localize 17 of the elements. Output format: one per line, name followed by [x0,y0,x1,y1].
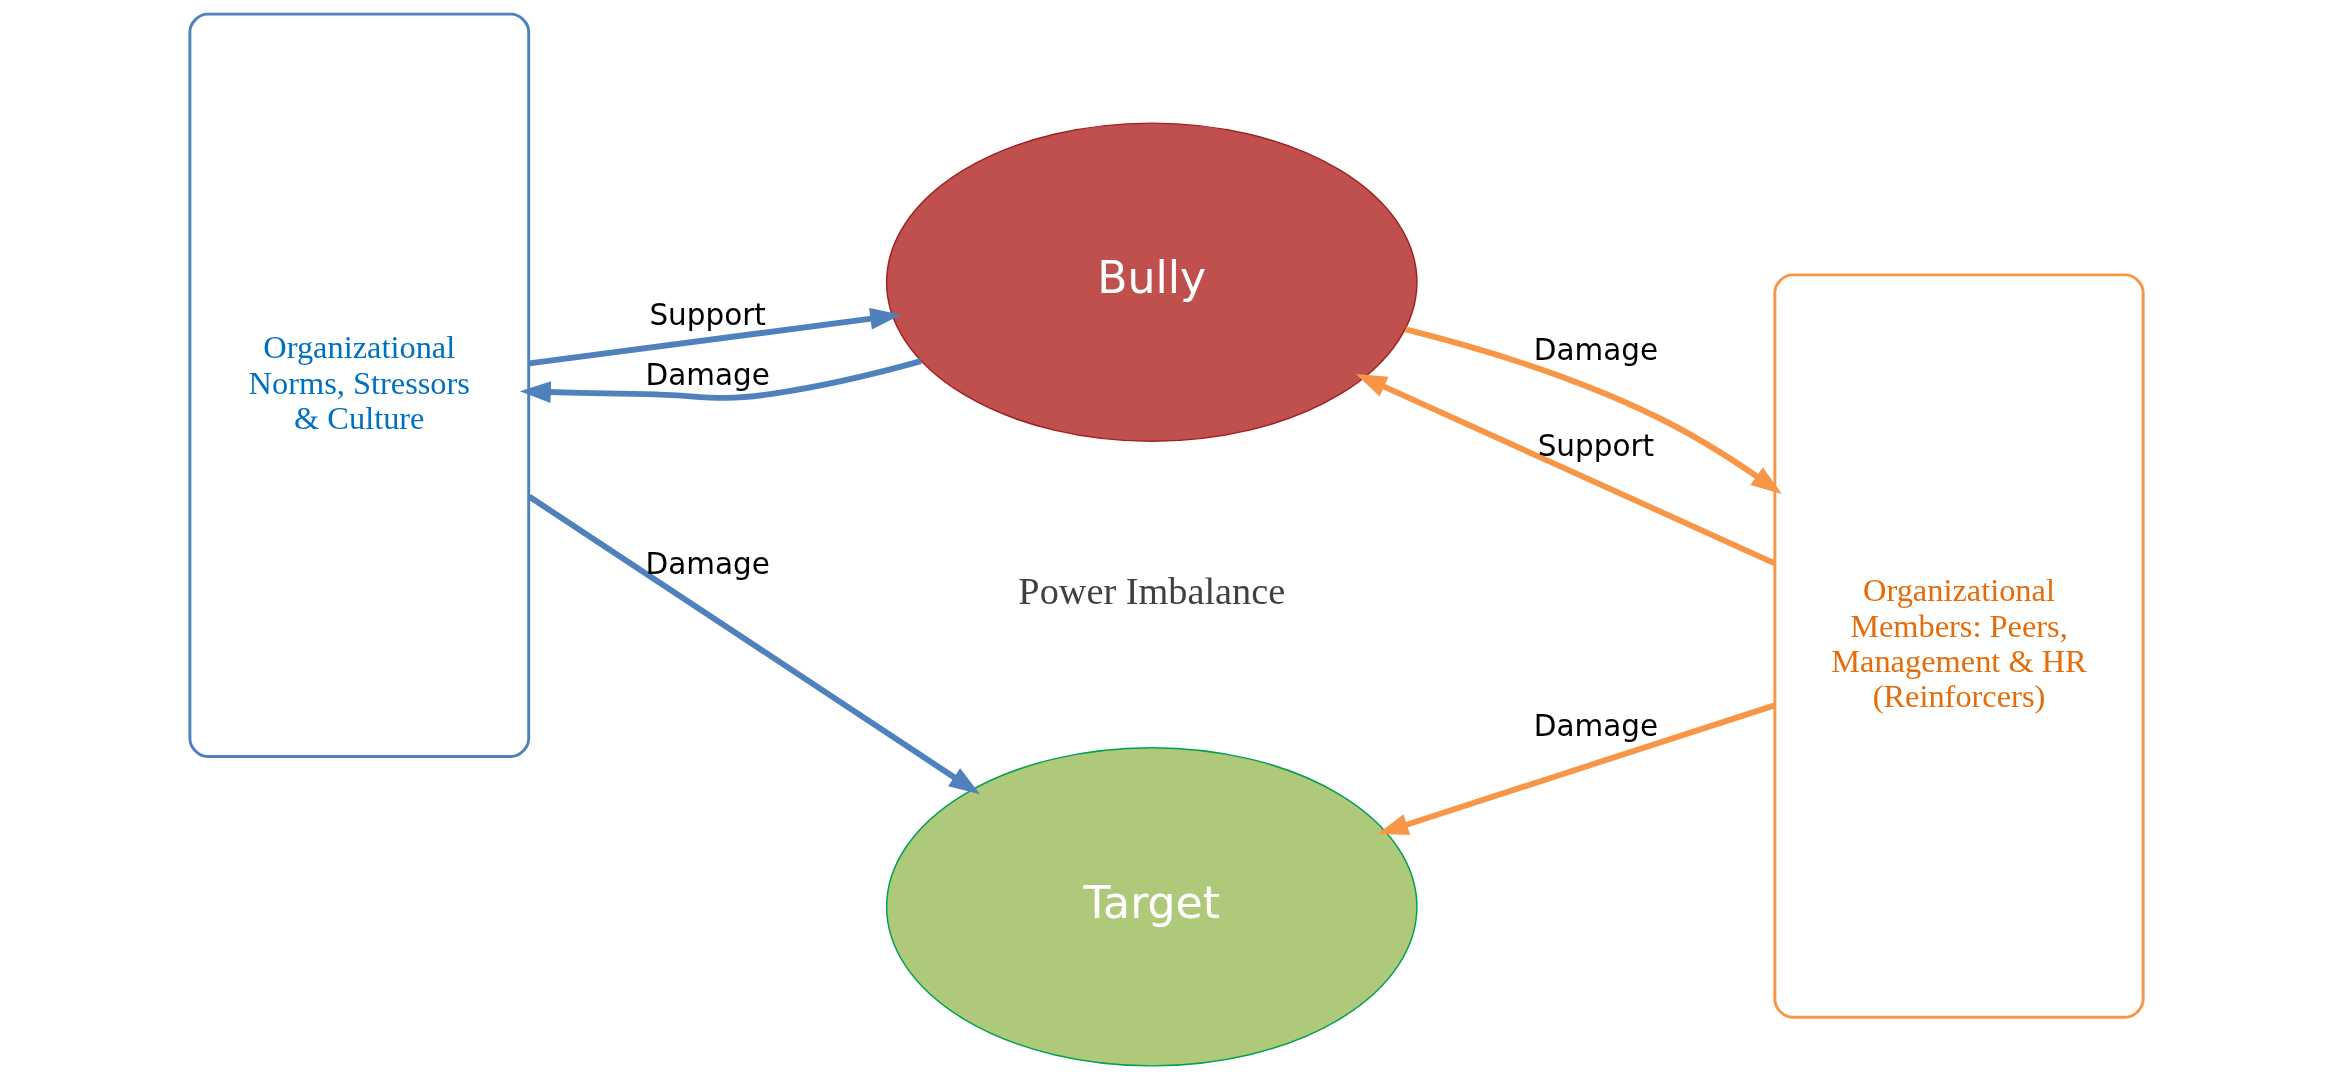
label: Power Imbalance [1018,569,1286,612]
edge-label: Damage [645,546,770,581]
edge-label: Support [649,297,766,332]
node-ellipse: Bully [885,122,1418,443]
edge-label: Damage [1533,708,1659,743]
edge-label: Damage [645,358,770,393]
edge-label: Support [1537,429,1655,464]
arrow [1355,373,1776,567]
node-box: Organizational Norms, Stressors & Culture [188,12,531,758]
arrow [528,308,902,367]
node-box: Organizational Members: Peers, Management & HR (Reinforcers) [1773,273,2145,1019]
arrow [1377,702,1776,835]
arrow [519,358,922,403]
arrow [1404,326,1782,495]
node-ellipse: Target [885,746,1418,1067]
edge-label: Damage [1533,333,1659,368]
arrow [527,494,980,795]
